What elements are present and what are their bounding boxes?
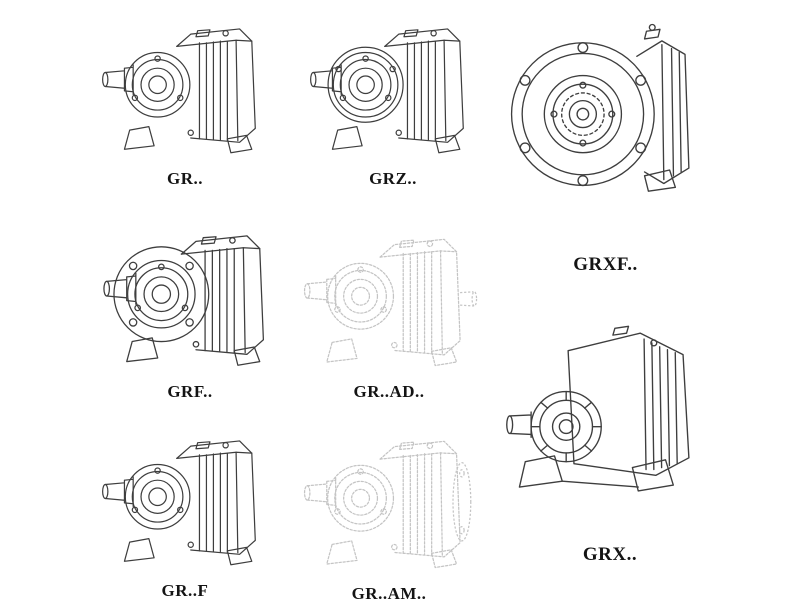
gearbox-drawing-gr xyxy=(98,8,273,165)
product-cell-grf: GRF.. xyxy=(95,214,285,402)
gearbox-drawing-gr-am xyxy=(300,420,472,580)
product-label-gr-am: GR..AM.. xyxy=(351,584,427,600)
gearbox-drawing-grx xyxy=(498,302,722,526)
product-label-gr: GR.. xyxy=(167,169,203,188)
gearbox-drawing-grxf xyxy=(500,6,712,228)
product-label-grx: GRX.. xyxy=(582,544,638,565)
product-cell-grx: GRX.. xyxy=(496,302,724,566)
product-label-gr-f: GR..F xyxy=(161,581,209,600)
gearbox-drawing-gr-f xyxy=(98,420,273,577)
product-cell-grz: GRZ.. xyxy=(300,8,486,189)
product-cell-gr: GR.. xyxy=(92,8,278,189)
product-cell-gr-ad: GR..AD.. xyxy=(296,218,482,402)
product-cell-grxf: GRXF.. xyxy=(498,6,713,276)
product-cell-gr-f: GR..F xyxy=(92,420,278,600)
gearbox-drawing-grf xyxy=(99,214,282,378)
product-label-grz: GRZ.. xyxy=(369,169,417,188)
product-cell-gr-am: GR..AM.. xyxy=(296,420,482,600)
product-label-grxf: GRXF.. xyxy=(573,254,638,275)
gearbox-drawing-gr-ad xyxy=(300,218,478,378)
product-label-gr-ad: GR..AD.. xyxy=(353,382,425,401)
product-label-grf: GRF.. xyxy=(167,382,213,401)
gearbox-drawing-grz xyxy=(306,8,481,165)
